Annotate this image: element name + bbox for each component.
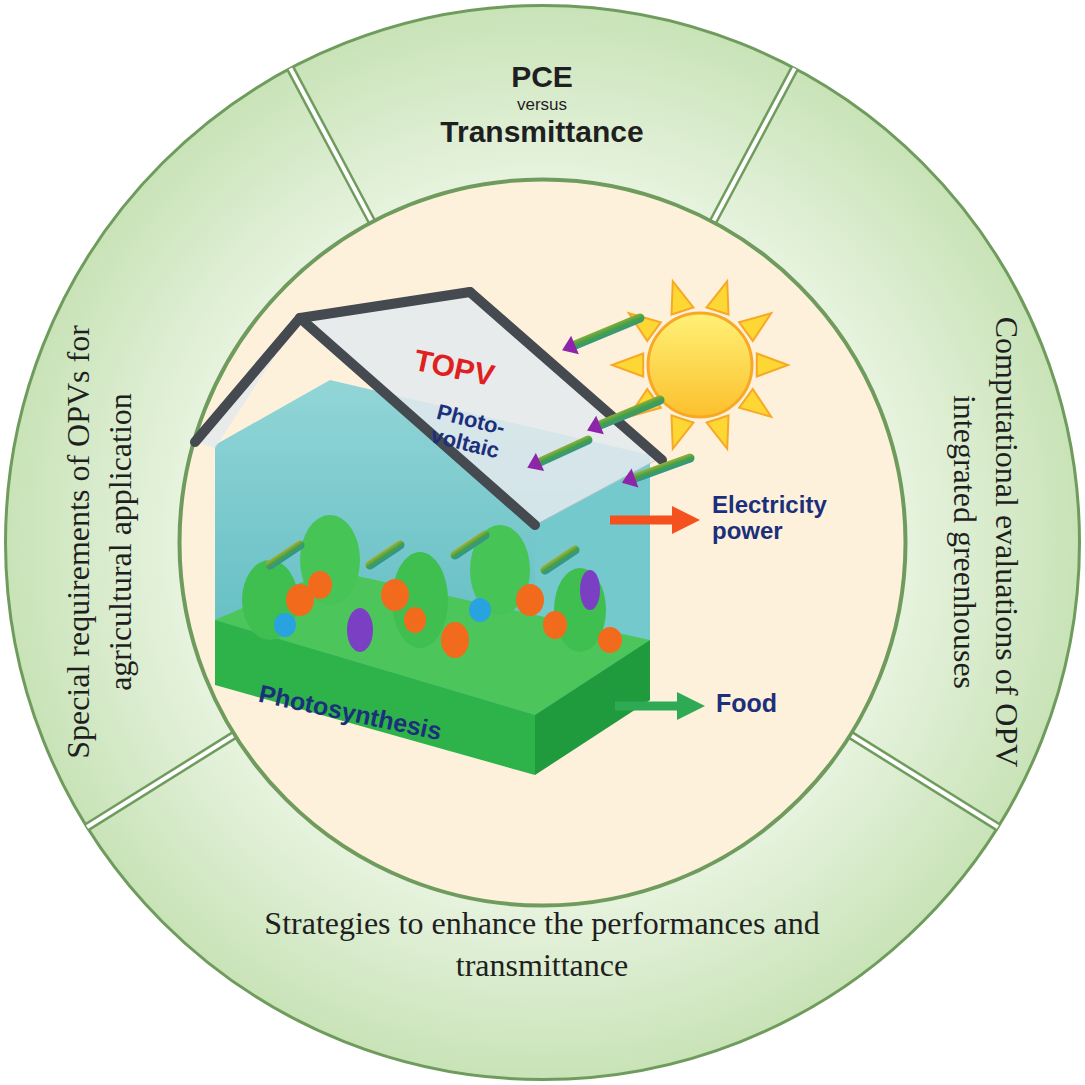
plants — [242, 515, 622, 658]
segment-heading: Computational evaluations of OPV integra… — [943, 302, 1026, 782]
floor-front — [215, 620, 535, 775]
segment-text: Transmittance — [382, 115, 702, 150]
segment-heading: Strategies to enhance the performances a… — [262, 903, 822, 986]
sun — [612, 281, 788, 448]
illustration-label: Electricity power — [712, 492, 862, 545]
ring-segment: PCEversusTransmittance — [382, 60, 702, 149]
ring-segment: Strategies to enhance the performances a… — [262, 903, 822, 986]
light-arrows — [527, 318, 690, 487]
outer-ring — [6, 6, 1080, 1080]
segment-heading: Special requirements of OPVs for agricul… — [58, 292, 141, 792]
output-arrows — [610, 506, 705, 720]
segment-heading: PCE — [382, 60, 702, 95]
inner-light-arrows — [270, 535, 575, 570]
inner-disk — [180, 180, 906, 906]
ring-segment: Special requirements of OPVs for agricul… — [58, 292, 141, 792]
roof-panel-left — [195, 318, 300, 448]
roof-beams — [195, 292, 662, 525]
ring-segment: Computational evaluations of OPV integra… — [943, 302, 1026, 782]
illustration-label: Food — [716, 690, 816, 718]
segment-text: versus — [382, 95, 702, 115]
